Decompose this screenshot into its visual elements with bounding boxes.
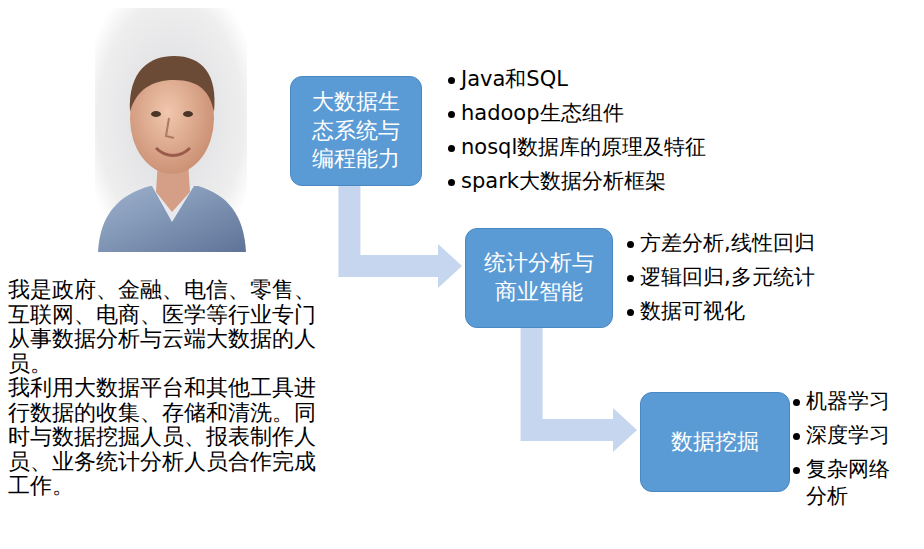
bullet-text: 逻辑回归,多元统计 <box>640 264 907 291</box>
bullet-dot <box>627 241 634 248</box>
process-box: 数据挖掘 <box>640 392 790 492</box>
bullet-dot <box>448 77 455 84</box>
process-box: 统计分析与商业智能 <box>465 228 613 328</box>
bullet-text: nosql数据库的原理及特征 <box>461 134 788 161</box>
bullet-text: spark大数据分析框架 <box>461 168 788 195</box>
bullet-item: 机器学习 <box>793 388 909 415</box>
eye <box>183 111 193 117</box>
arrow-shaft <box>532 328 614 430</box>
bullet-text: hadoop生态组件 <box>461 100 788 127</box>
bullet-text: 方差分析,线性回归 <box>640 230 907 257</box>
bullet-dot <box>793 399 800 406</box>
bullet-dot <box>793 467 800 474</box>
bullet-dot <box>448 145 455 152</box>
bullet-item: 逻辑回归,多元统计 <box>627 264 907 291</box>
bullet-item: spark大数据分析框架 <box>448 168 788 195</box>
hair <box>130 56 215 112</box>
bullet-item: 深度学习 <box>793 422 909 449</box>
smile <box>156 148 190 156</box>
bullet-item: nosql数据库的原理及特征 <box>448 134 788 161</box>
box-label: 数据挖掘 <box>652 428 778 457</box>
bent-arrow <box>532 328 637 452</box>
bullet-item: hadoop生态组件 <box>448 100 788 127</box>
arrow-shaft <box>349 186 439 266</box>
bullet-text: 深度学习 <box>806 422 909 449</box>
eye <box>151 111 161 117</box>
arrow-head <box>613 408 637 452</box>
arrow-head <box>438 244 462 288</box>
nose <box>166 118 174 138</box>
bullet-dot <box>627 309 634 316</box>
bullet-dot <box>627 275 634 282</box>
bullet-text: 机器学习 <box>806 388 909 415</box>
bullet-dot <box>793 433 800 440</box>
bullet-text: 复杂网络分析 <box>806 456 909 510</box>
box-label: 统计分析与商业智能 <box>477 249 601 306</box>
bullet-text: 数据可视化 <box>640 298 907 325</box>
description-text: 我是政府、金融、电信、零售、互联网、电商、医学等行业专门从事数据分析与云端大数据… <box>8 278 334 376</box>
bullet-item: Java和SQL <box>448 66 788 93</box>
bullet-dot <box>448 111 455 118</box>
process-box: 大数据生态系统与编程能力 <box>290 76 422 186</box>
bullet-text: Java和SQL <box>461 66 788 93</box>
bent-arrow <box>349 186 462 288</box>
photo-ground <box>95 8 247 252</box>
bullet-item: 数据可视化 <box>627 298 907 325</box>
bullet-item: 复杂网络分析 <box>793 456 909 510</box>
box-label: 大数据生态系统与编程能力 <box>302 88 410 174</box>
description-text: 我利用大数据平台和其他工具进行数据的收集、存储和清洗。同时与数据挖掘人员、报表制… <box>8 376 334 499</box>
bullet-item: 方差分析,线性回归 <box>627 230 907 257</box>
bullet-dot <box>448 179 455 186</box>
